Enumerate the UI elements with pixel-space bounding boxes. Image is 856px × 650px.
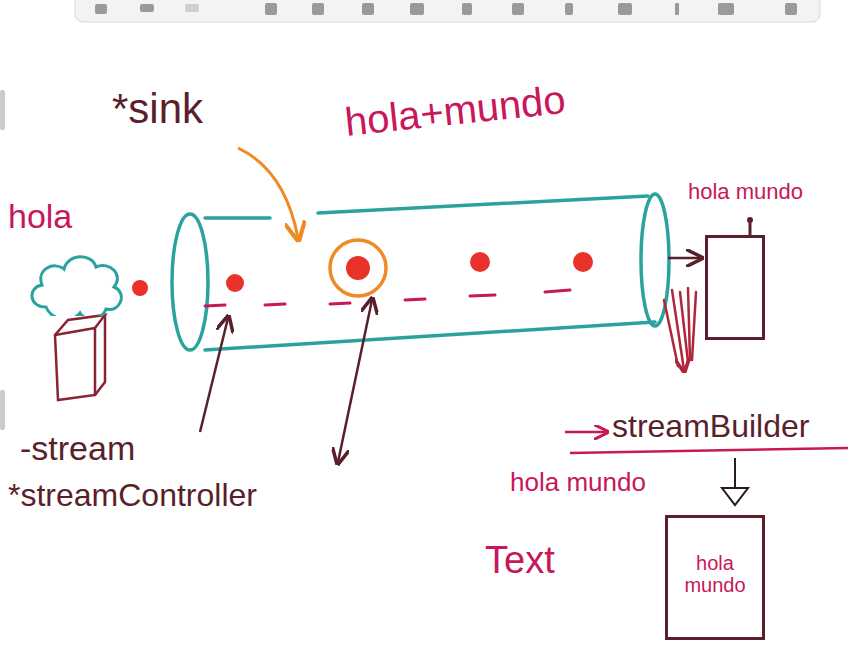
label-text: streamBuilder	[612, 408, 809, 444]
builder-arrow	[565, 431, 606, 434]
stream-leader	[200, 318, 228, 432]
builder-label: streamBuilder	[612, 409, 809, 444]
controller-leader	[338, 300, 372, 462]
event-dot	[226, 252, 593, 292]
label-text: *streamController	[8, 477, 257, 513]
box-nub	[749, 222, 752, 235]
side-handle	[0, 390, 5, 430]
source-cloud: hola	[6, 198, 130, 316]
side-handle	[0, 90, 5, 130]
text-widget-box: hola mundo	[665, 515, 765, 640]
highlight-ring	[330, 240, 386, 296]
label-text: Text	[485, 539, 555, 581]
cloud-outline	[32, 257, 121, 316]
hollow-arrow	[722, 458, 748, 505]
node-text: hola	[6, 198, 130, 235]
sink-leader	[238, 148, 298, 238]
output-device: hola mundo	[686, 180, 848, 342]
label-text: *sink	[112, 85, 203, 132]
widget-label: Text	[485, 540, 555, 582]
node-text: hola mundo	[686, 180, 848, 204]
label-text: -stream	[20, 429, 135, 467]
box-nub	[747, 217, 753, 223]
toolbar	[75, 0, 820, 22]
stream-tube	[172, 194, 669, 350]
device-frame	[705, 235, 765, 340]
controller-label: *streamController	[8, 478, 257, 513]
cloud-outline	[6, 235, 130, 316]
event-dot	[132, 280, 148, 296]
sink-label: *sink	[112, 86, 203, 132]
output-arrow	[668, 257, 700, 260]
node-text: hola mundo	[675, 552, 755, 596]
stream-label: -stream	[20, 430, 135, 467]
label-text: hola+mundo	[343, 77, 568, 144]
value-label: hola mundo	[510, 468, 646, 497]
message-label: hola+mundo	[343, 77, 568, 144]
stream-dash	[205, 290, 570, 306]
source-cube	[55, 315, 105, 400]
scribble-arrow	[664, 288, 696, 370]
label-text: hola mundo	[510, 467, 646, 497]
underline	[570, 448, 848, 453]
